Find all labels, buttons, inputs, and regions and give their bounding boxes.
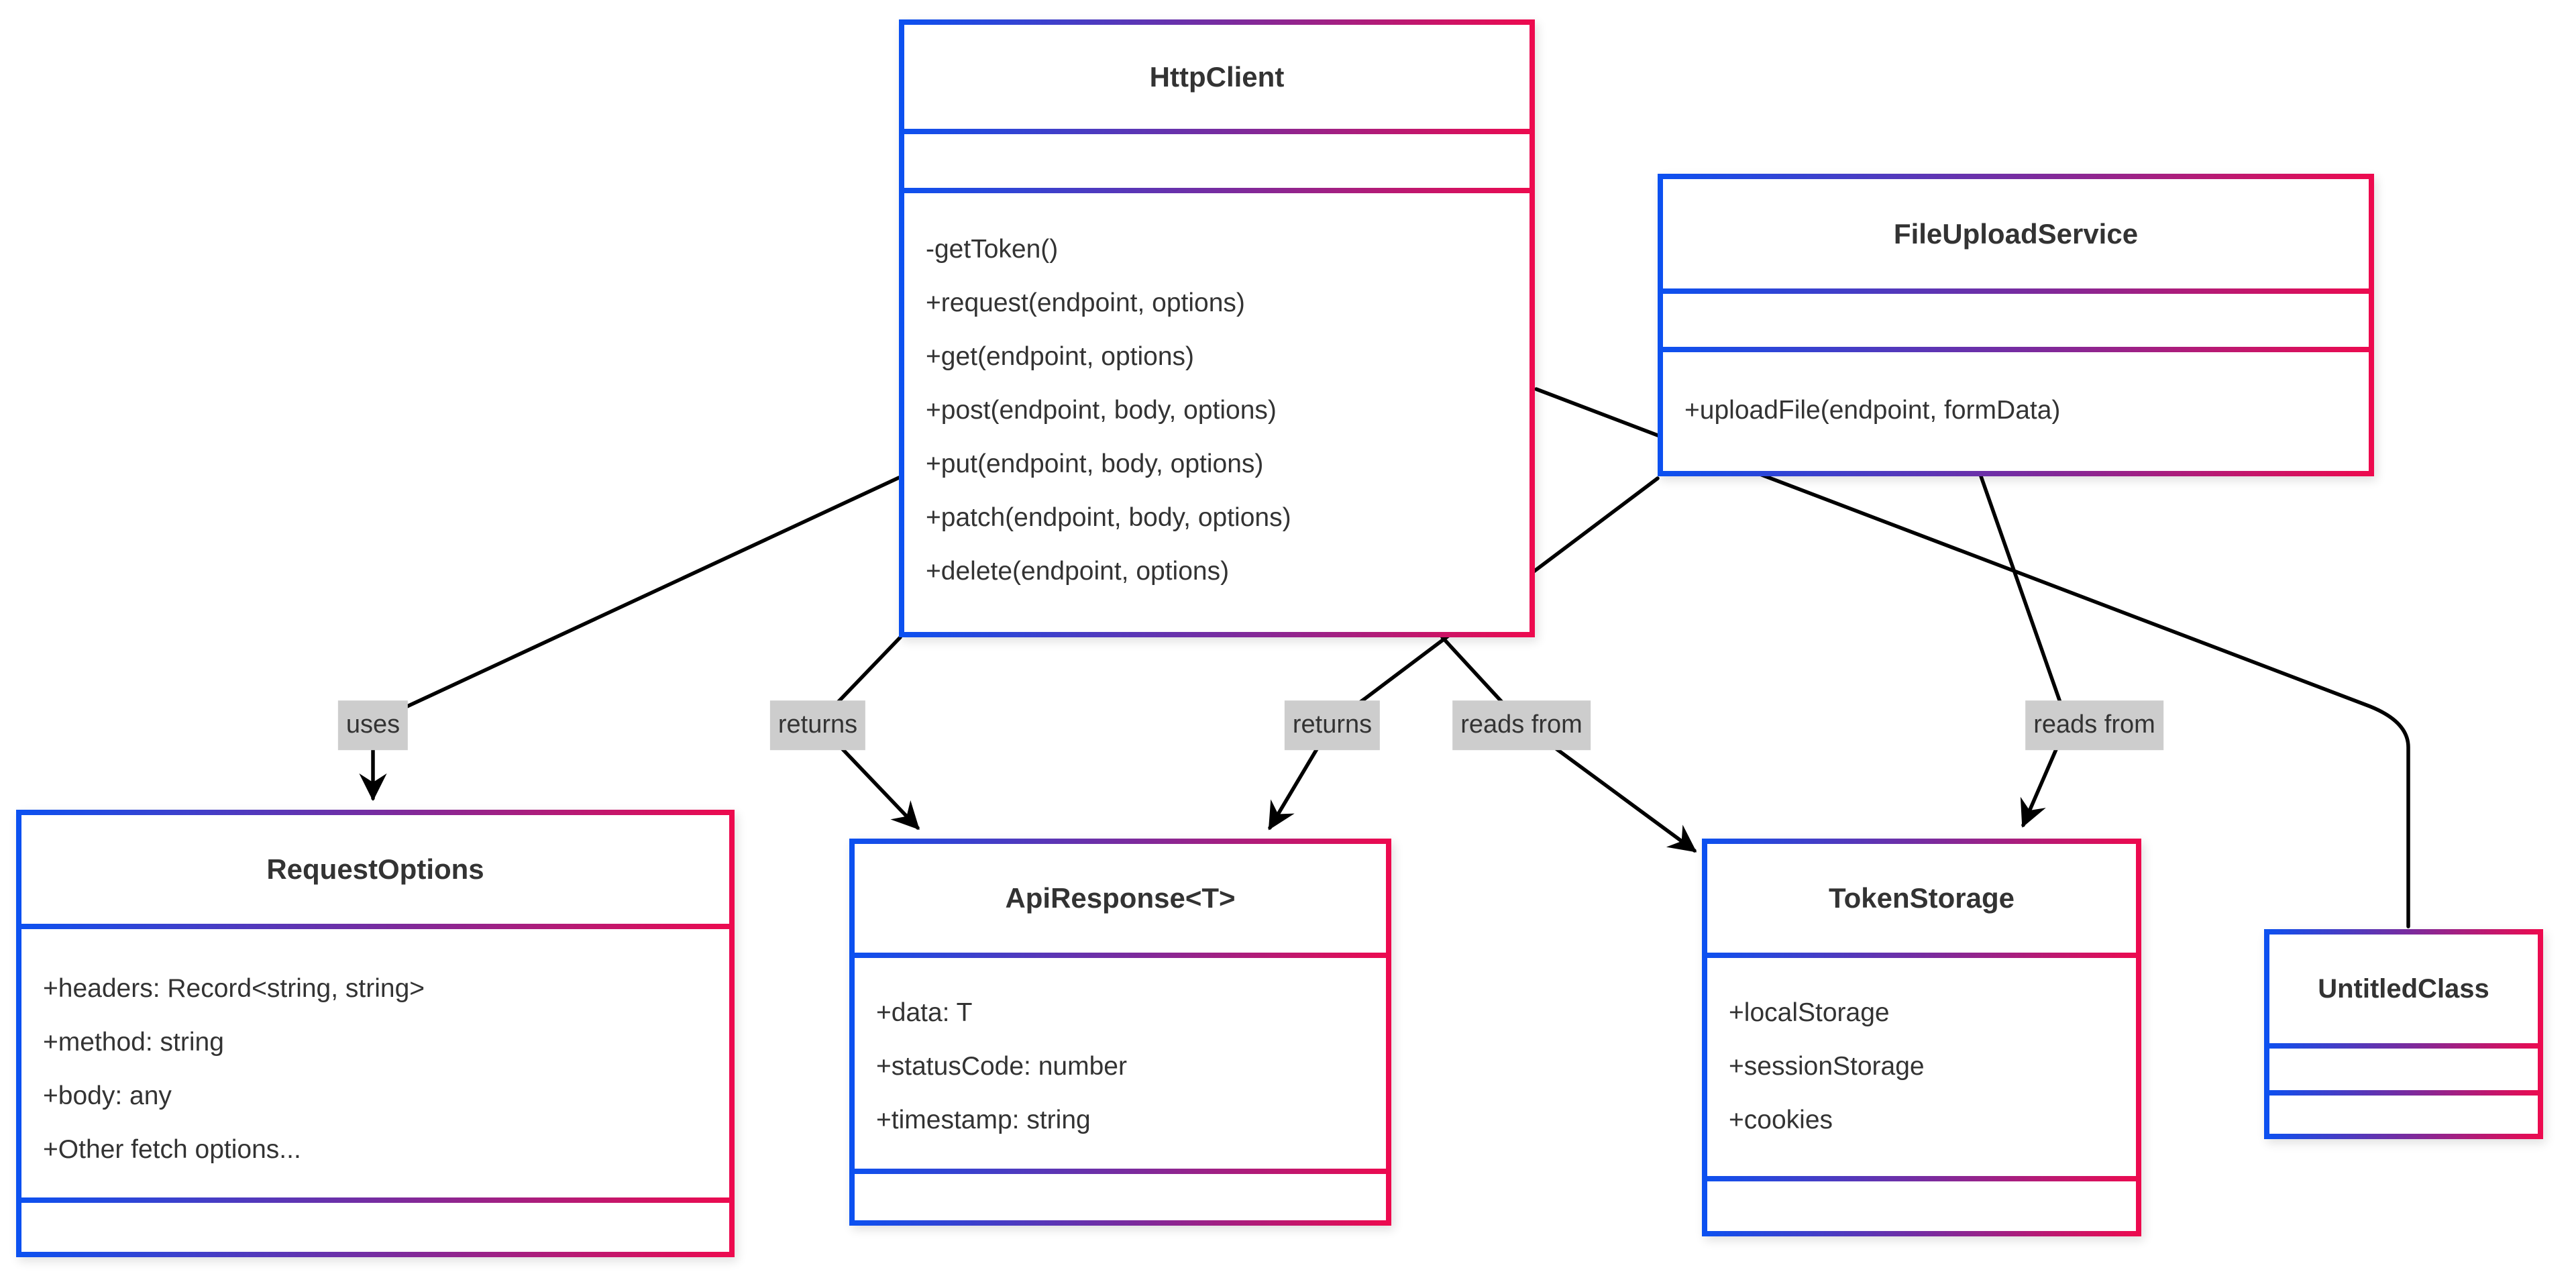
class-methods: -getToken() +request(endpoint, options) …: [904, 193, 1529, 632]
class-title: FileUploadService: [1663, 179, 2369, 288]
edge-label-reads-from-1[interactable]: reads from: [1452, 700, 1591, 750]
class-attributes-empty: [2269, 1049, 2538, 1090]
method: +request(endpoint, options): [926, 288, 1245, 317]
class-methods-empty: [21, 1203, 729, 1252]
attribute: +sessionStorage: [1729, 1052, 1925, 1081]
edge-fileuploadservice-readsfrom-tokenstorage: [1979, 474, 2070, 828]
edge-httpclient-uses-requestoptions: [359, 476, 901, 802]
method: +put(endpoint, body, options): [926, 449, 1264, 478]
method: +get(endpoint, options): [926, 342, 1195, 371]
method: +patch(endpoint, body, options): [926, 503, 1291, 532]
class-node-tokenstorage[interactable]: TokenStorage +localStorage +sessionStora…: [1702, 839, 2141, 1236]
class-methods: +uploadFile(endpoint, formData): [1663, 352, 2369, 471]
class-title: RequestOptions: [21, 815, 729, 924]
class-title: UntitledClass: [2269, 935, 2538, 1043]
class-attributes: +localStorage +sessionStorage +cookies: [1707, 958, 2136, 1176]
class-attributes-empty: [904, 134, 1529, 188]
class-methods-empty: [1707, 1181, 2136, 1231]
attribute: +method: string: [43, 1028, 224, 1057]
method: +delete(endpoint, options): [926, 557, 1230, 586]
class-attributes-empty: [1663, 294, 2369, 347]
attribute: +body: any: [43, 1081, 172, 1110]
class-methods-empty: [855, 1174, 1386, 1220]
attribute: +data: T: [876, 998, 973, 1027]
class-node-fileuploadservice[interactable]: FileUploadService +uploadFile(endpoint, …: [1658, 174, 2374, 476]
edge-label-reads-from-2[interactable]: reads from: [2025, 700, 2163, 750]
class-node-apiresponse[interactable]: ApiResponse<T> +data: T +statusCode: num…: [849, 839, 1391, 1226]
class-methods-empty: [2269, 1096, 2538, 1134]
method: -getToken(): [926, 235, 1059, 264]
edge-label-uses[interactable]: uses: [337, 700, 409, 750]
class-title: TokenStorage: [1707, 844, 2136, 953]
edge-label-returns-1[interactable]: returns: [769, 700, 866, 750]
attribute: +headers: Record<string, string>: [43, 974, 425, 1003]
attribute: +Other fetch options...: [43, 1135, 301, 1164]
class-attributes: +headers: Record<string, string> +method…: [21, 929, 729, 1197]
class-node-requestoptions[interactable]: RequestOptions +headers: Record<string, …: [16, 810, 735, 1257]
class-node-untitledclass[interactable]: UntitledClass: [2264, 929, 2543, 1139]
method: +uploadFile(endpoint, formData): [1684, 396, 2061, 425]
attribute: +cookies: [1729, 1106, 1833, 1134]
class-title: ApiResponse<T>: [855, 844, 1386, 953]
attribute: +statusCode: number: [876, 1052, 1127, 1081]
method: +post(endpoint, body, options): [926, 396, 1277, 425]
attribute: +timestamp: string: [876, 1106, 1091, 1134]
edge-label-returns-2[interactable]: returns: [1284, 700, 1381, 750]
class-node-httpclient[interactable]: HttpClient -getToken() +request(endpoint…: [899, 19, 1535, 637]
class-attributes: +data: T +statusCode: number +timestamp:…: [855, 958, 1386, 1169]
edge-httpclient-untitledclass: [1534, 387, 2410, 928]
class-title: HttpClient: [904, 25, 1529, 129]
attribute: +localStorage: [1729, 998, 1890, 1027]
